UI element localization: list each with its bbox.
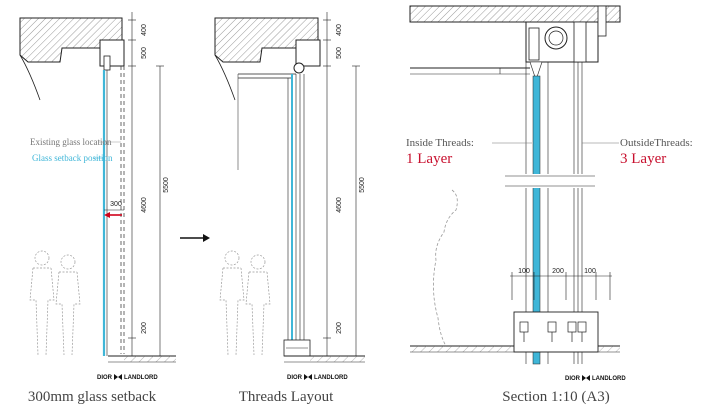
dim-200: 200 xyxy=(552,268,564,275)
logo-dior: DIOR xyxy=(287,375,303,381)
people-silhouette-icon xyxy=(29,250,81,356)
logo-dior: DIOR xyxy=(97,375,113,381)
people-silhouette-icon xyxy=(219,250,271,356)
panel-section: Inside Threads: 1 Layer OutsideThreads: … xyxy=(406,5,693,405)
caption-threads: Threads Layout xyxy=(239,389,334,405)
caption-setback: 300mm glass setback xyxy=(28,389,157,405)
people-silhouette-icon xyxy=(433,189,458,347)
logo-landlord: LANDLORD xyxy=(592,376,626,382)
setback-arrow-icon xyxy=(104,212,110,218)
dim-100-right: 100 xyxy=(584,268,596,275)
dim-400: 400 xyxy=(336,24,343,36)
setback-dim: 300 xyxy=(110,201,122,208)
dim-100-left: 100 xyxy=(518,268,530,275)
panel-threads-layout: 400 500 5500 4600 200 DIOR LANDLORD Thre… xyxy=(214,12,366,405)
outside-threads-count: 3 Layer xyxy=(620,151,666,167)
dim-4600: 4600 xyxy=(141,197,148,213)
caption-section: Section 1:10 (A3) xyxy=(502,389,609,405)
bowtie-icon xyxy=(114,374,122,380)
outside-threads-label: OutsideThreads: xyxy=(620,137,693,149)
dim-5500: 5500 xyxy=(163,177,170,193)
dim-500: 500 xyxy=(336,47,343,59)
dim-4600: 4600 xyxy=(336,197,343,213)
logo-dior: DIOR xyxy=(565,376,581,382)
dim-400: 400 xyxy=(141,24,148,36)
dim-200: 200 xyxy=(336,322,343,334)
dim-500: 500 xyxy=(141,47,148,59)
inside-threads-count: 1 Layer xyxy=(406,151,452,167)
dim-200: 200 xyxy=(141,322,148,334)
logo-landlord: LANDLORD xyxy=(124,375,158,381)
bowtie-icon xyxy=(304,374,312,380)
inside-threads-label: Inside Threads: xyxy=(406,137,474,149)
panel-glass-setback: 400 500 5500 4600 200 Existing glass loc… xyxy=(19,12,176,405)
bowtie-icon xyxy=(582,375,590,381)
logo-landlord: LANDLORD xyxy=(314,375,348,381)
right-arrow-icon xyxy=(180,234,210,242)
dim-5500: 5500 xyxy=(359,177,366,193)
note-setback-position: Glass setback position xyxy=(32,153,113,163)
note-existing-glass: Existing glass location xyxy=(30,137,112,147)
